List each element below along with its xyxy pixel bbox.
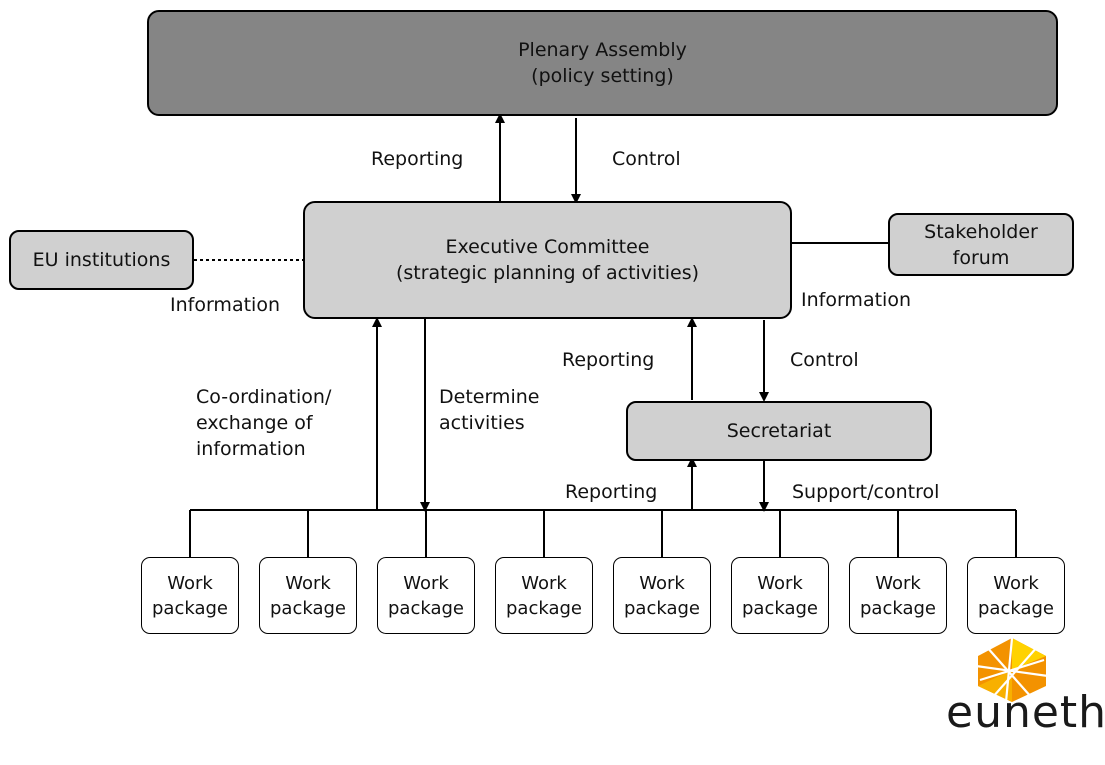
executive-committee-box: Executive Committee (strategic planning …: [303, 201, 792, 319]
plenary-assembly-box: Plenary Assembly (policy setting): [147, 10, 1058, 116]
coordination-line1: Co-ordination/: [196, 386, 332, 408]
coordination-line2: exchange of: [196, 412, 313, 434]
eunethta-wordmark: eunethta: [946, 687, 1105, 738]
plenary-line1: Plenary Assembly: [518, 39, 687, 61]
determine-label: Determine activities: [439, 384, 539, 436]
wp-line1: Work: [521, 572, 567, 594]
wp-line2: package: [742, 597, 818, 619]
stakeholder-line2: forum: [952, 246, 1010, 269]
work-package-4: Work package: [495, 557, 593, 634]
reporting-label-top: Reporting: [371, 148, 464, 170]
stakeholder-line1: Stakeholder: [924, 220, 1038, 243]
wp-line2: package: [506, 597, 582, 619]
stakeholder-forum-box: Stakeholder forum: [888, 213, 1074, 276]
information-label-right: Information: [801, 289, 911, 311]
work-package-7: Work package: [849, 557, 947, 634]
determine-line2: activities: [439, 412, 525, 434]
wp-line1: Work: [993, 572, 1039, 594]
reporting-label-mid: Reporting: [562, 349, 655, 371]
wp-line2: package: [978, 597, 1054, 619]
plenary-line2: (policy setting): [531, 65, 674, 87]
work-package-3: Work package: [377, 557, 475, 634]
secretariat-label: Secretariat: [726, 420, 832, 442]
wp-line1: Work: [403, 572, 449, 594]
work-package-5: Work package: [613, 557, 711, 634]
wp-line2: package: [388, 597, 464, 619]
work-package-8: Work package: [967, 557, 1065, 634]
coordination-label: Co-ordination/ exchange of information: [196, 384, 331, 462]
executive-line2: (strategic planning of activities): [395, 262, 700, 284]
wp-line2: package: [270, 597, 346, 619]
eu-institutions-label: EU institutions: [32, 249, 171, 271]
control-label-top: Control: [612, 148, 681, 170]
executive-line1: Executive Committee: [445, 236, 650, 258]
wp-line1: Work: [285, 572, 331, 594]
eunethta-logo-icon: [975, 637, 1049, 703]
eu-institutions-box: EU institutions: [9, 230, 194, 290]
determine-line1: Determine: [439, 386, 540, 408]
work-package-2: Work package: [259, 557, 357, 634]
reporting-label-low: Reporting: [565, 481, 658, 503]
coordination-line3: information: [196, 438, 306, 460]
wp-line2: package: [152, 597, 228, 619]
control-label-mid: Control: [790, 349, 859, 371]
secretariat-box: Secretariat: [626, 401, 932, 461]
wp-line2: package: [624, 597, 700, 619]
support-control-label: Support/control: [792, 481, 940, 503]
wp-line1: Work: [875, 572, 921, 594]
work-package-1: Work package: [141, 557, 239, 634]
information-label-left: Information: [170, 294, 280, 316]
wp-line1: Work: [757, 572, 803, 594]
work-package-6: Work package: [731, 557, 829, 634]
wp-line1: Work: [167, 572, 213, 594]
wp-line1: Work: [639, 572, 685, 594]
wp-line2: package: [860, 597, 936, 619]
